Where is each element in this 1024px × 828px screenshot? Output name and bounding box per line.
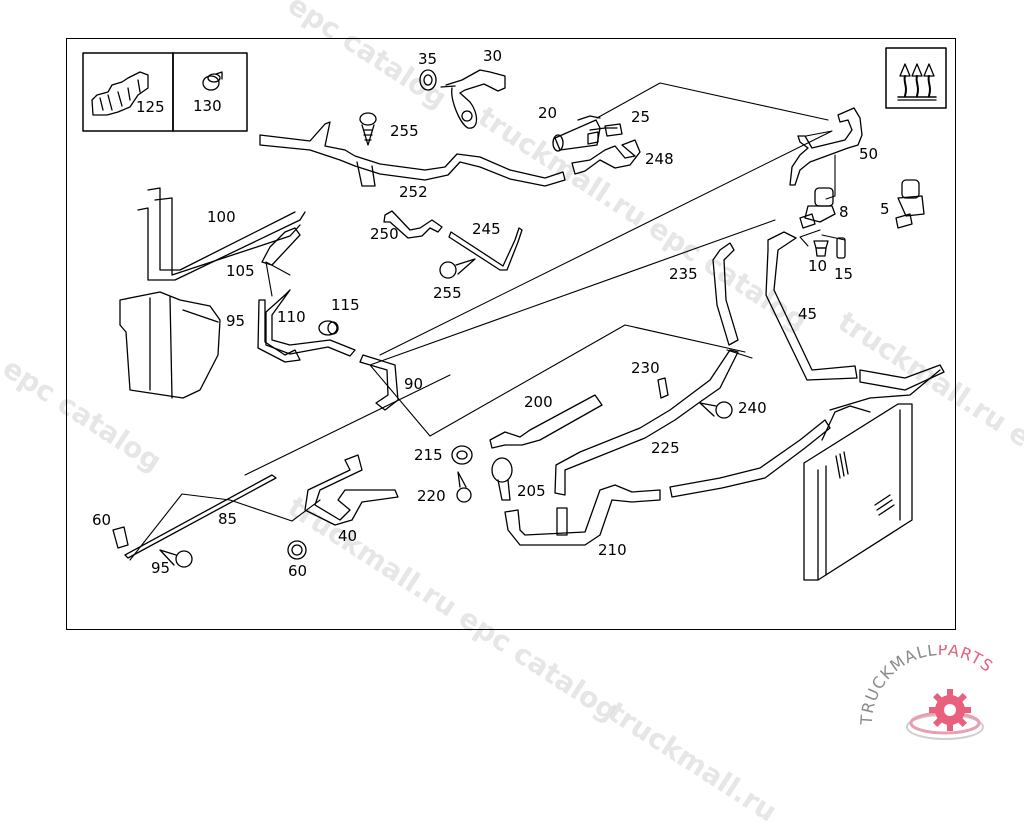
heat-rising-icon: [885, 47, 947, 109]
callout-230[interactable]: 230: [631, 359, 660, 377]
logo-text-parts: PARTS: [938, 645, 997, 676]
callout-95[interactable]: 95: [151, 559, 171, 577]
hose-45: [765, 231, 945, 391]
sensor-15-icon: [836, 237, 846, 259]
callout-250[interactable]: 252: [399, 183, 428, 201]
bracket-30-icon: [440, 69, 506, 129]
callout-60[interactable]: 60: [288, 562, 308, 580]
guide-lines: [129, 82, 846, 561]
callout-240[interactable]: 235: [669, 265, 698, 283]
hose-100: [359, 354, 399, 411]
truckmall-parts-logo: TRUCKMALLPARTS: [850, 640, 1024, 750]
callout-115[interactable]: 105: [226, 262, 255, 280]
callout-8[interactable]: 8: [839, 203, 849, 221]
callout-120[interactable]: 110: [277, 308, 306, 326]
hose-245: [571, 139, 641, 175]
screw-255-icon: [359, 112, 377, 146]
callout-200[interactable]: 200: [524, 393, 553, 411]
hose-250: [259, 121, 566, 187]
inset-box: [82, 52, 248, 132]
gear-logo-icon: TRUCKMALLPARTS: [857, 640, 997, 740]
screw-235-icon: [699, 401, 733, 419]
callout-252[interactable]: 250: [370, 225, 399, 243]
hose-240: [712, 242, 739, 346]
hose-clamp-135-icon: [202, 71, 223, 91]
callout-30[interactable]: 30: [483, 47, 503, 65]
valve-8-icon: [799, 187, 836, 229]
connector-25-icon: [604, 123, 623, 137]
callout-15[interactable]: 15: [834, 265, 854, 283]
hose-252: [383, 210, 443, 239]
clip-130-icon: [91, 71, 149, 116]
callout-85[interactable]: 85: [218, 510, 238, 528]
reservoir-icon: [119, 291, 221, 399]
diagram-frame: [66, 38, 956, 630]
callout-50[interactable]: 50: [859, 145, 879, 163]
callout-135[interactable]: 130: [193, 97, 222, 115]
callout-248[interactable]: 245: [472, 220, 501, 238]
callout-100[interactable]: 90: [404, 375, 424, 393]
screw-95-icon: [159, 549, 193, 568]
callout-130[interactable]: 125: [136, 98, 165, 116]
rod-85: [124, 474, 277, 559]
clip-90-icon: [112, 526, 129, 549]
pipe-105: [257, 299, 301, 363]
bracket-230-icon: [657, 377, 669, 399]
callout-205[interactable]: 205: [517, 482, 546, 500]
callout-40[interactable]: 40: [338, 527, 358, 545]
callout-125[interactable]: 115: [331, 296, 360, 314]
plug-10-icon: [813, 240, 829, 257]
callout-5[interactable]: 5: [880, 200, 890, 218]
grommet-125-icon: [318, 320, 339, 336]
callout-90[interactable]: 60: [92, 511, 112, 529]
pipe-120: [265, 289, 356, 357]
callout-245[interactable]: 248: [645, 150, 674, 168]
callout-255[interactable]: 255: [390, 122, 419, 140]
parts-diagram: [82, 47, 947, 581]
hose-40: [304, 454, 399, 526]
screw-255b-icon: [439, 258, 476, 279]
valve-5-icon: [895, 179, 925, 229]
screw-215-icon: [456, 471, 472, 503]
callout-210[interactable]: 215: [414, 446, 443, 464]
hose-50: [789, 107, 863, 186]
pipes-110: [137, 187, 306, 281]
heater-core-icon: [803, 369, 941, 581]
callout-110[interactable]: 100: [207, 208, 236, 226]
hose-225: [554, 349, 739, 496]
callout-35[interactable]: 35: [418, 50, 438, 68]
callout-235[interactable]: 240: [738, 399, 767, 417]
grommet-60-icon: [287, 540, 307, 560]
callout-10[interactable]: 10: [808, 257, 828, 275]
hose-heater-return: [669, 419, 831, 498]
callout-225[interactable]: 225: [651, 439, 680, 457]
connector-205-icon: [491, 457, 513, 501]
callout-215[interactable]: 220: [417, 487, 446, 505]
hose-220: [504, 484, 661, 546]
pipe-248: [448, 227, 523, 271]
callout-25[interactable]: 25: [631, 108, 651, 126]
valve-20-icon: [552, 115, 618, 152]
nut-35-icon: [419, 69, 437, 91]
grommet-210-icon: [451, 445, 473, 465]
callout-20[interactable]: 20: [538, 104, 558, 122]
callout-220[interactable]: 210: [598, 541, 627, 559]
callout-45[interactable]: 45: [798, 305, 818, 323]
callout-255-lower[interactable]: 255: [433, 284, 462, 302]
callout-105[interactable]: 95: [226, 312, 246, 330]
hose-200: [489, 394, 603, 449]
